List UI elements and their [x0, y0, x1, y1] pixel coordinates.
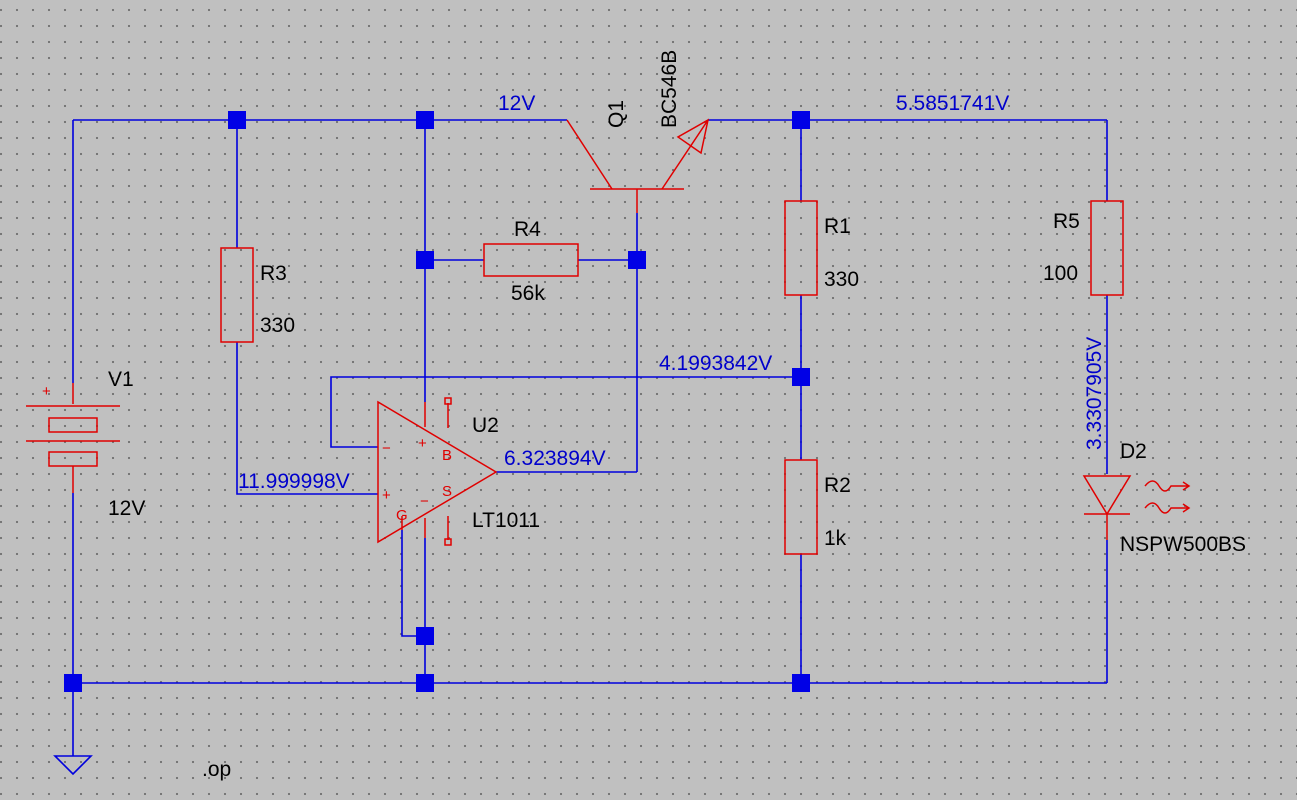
junction-dot[interactable]: [792, 111, 810, 129]
voltage-opamp-output: 6.323894V: [504, 447, 606, 470]
resistor-r2[interactable]: [784, 459, 818, 555]
op-directive[interactable]: .op: [202, 758, 231, 781]
voltage-emitter: 5.5851741V: [896, 92, 1009, 115]
wire-feedback[interactable]: [330, 376, 801, 448]
led-d2[interactable]: [1082, 475, 1191, 540]
balance-pin-marker: [444, 397, 452, 405]
r5-name: R5: [1053, 210, 1080, 233]
v1-value: 12V: [108, 497, 145, 520]
junction-dot[interactable]: [416, 627, 434, 645]
junction-dot[interactable]: [628, 251, 646, 269]
opamp-plus-input: +: [382, 487, 391, 504]
v1-name: V1: [108, 368, 134, 391]
junction-dot[interactable]: [416, 674, 434, 692]
wire-opamp-gnd[interactable]: [401, 530, 425, 637]
opamp-minus-supply: −: [420, 493, 429, 510]
q1-model: BC546B: [658, 50, 681, 128]
junction-dot[interactable]: [416, 111, 434, 129]
junction-dot[interactable]: [416, 251, 434, 269]
battery-v1[interactable]: +: [26, 383, 120, 493]
light-emission-icon: [1144, 480, 1191, 514]
transistor-q1[interactable]: [566, 118, 710, 213]
voltage-opamp-plus: 11.999998V: [238, 470, 350, 493]
opamp-strobe-pin: S: [442, 483, 452, 500]
battery-plus-sign: +: [42, 383, 51, 400]
component-labels: V1 12V R3 330 R4 56k R1 330 R2 1k R5 100…: [108, 50, 1246, 781]
resistor-r1[interactable]: [784, 200, 818, 296]
r3-value: 330: [260, 314, 295, 337]
emitter-arrow: [676, 118, 710, 155]
r3-name: R3: [260, 262, 287, 285]
node-voltage-labels: 12V 5.5851741V 4.1993842V 6.323894V 11.9…: [238, 92, 1106, 493]
resistor-r4[interactable]: [483, 243, 579, 277]
resistor-r5[interactable]: [1090, 200, 1124, 296]
r1-value: 330: [824, 268, 859, 291]
voltage-supply: 12V: [498, 92, 535, 115]
opamp-u2[interactable]: − + + − B S G: [377, 397, 498, 546]
d2-model: NSPW500BS: [1120, 533, 1246, 556]
u2-name: U2: [472, 414, 499, 437]
wires: [72, 119, 1108, 756]
r4-value: 56k: [511, 282, 545, 305]
opamp-plus-supply: +: [418, 435, 427, 452]
r2-name: R2: [824, 474, 851, 497]
r1-name: R1: [824, 215, 851, 238]
d2-name: D2: [1120, 440, 1147, 463]
junctions: [64, 111, 810, 692]
u2-model: LT1011: [472, 509, 540, 532]
q1-name: Q1: [605, 100, 628, 128]
voltage-divider: 4.1993842V: [659, 352, 772, 375]
r5-value: 100: [1043, 262, 1078, 285]
opamp-ground-pin: G: [396, 507, 408, 524]
r2-value: 1k: [824, 527, 847, 550]
junction-dot[interactable]: [792, 368, 810, 386]
wire-r3-to-plus[interactable]: [236, 342, 378, 495]
opamp-balance-pin: B: [442, 447, 452, 464]
voltage-led-anode: 3.3307905V: [1083, 337, 1106, 450]
junction-dot[interactable]: [792, 674, 810, 692]
ground-icon[interactable]: [53, 755, 93, 776]
junction-dot[interactable]: [228, 111, 246, 129]
junction-dot[interactable]: [64, 674, 82, 692]
strobe-pin-marker: [444, 538, 452, 546]
opamp-minus-input: −: [382, 440, 391, 457]
resistor-r3[interactable]: [220, 247, 254, 343]
r4-name: R4: [514, 218, 541, 241]
